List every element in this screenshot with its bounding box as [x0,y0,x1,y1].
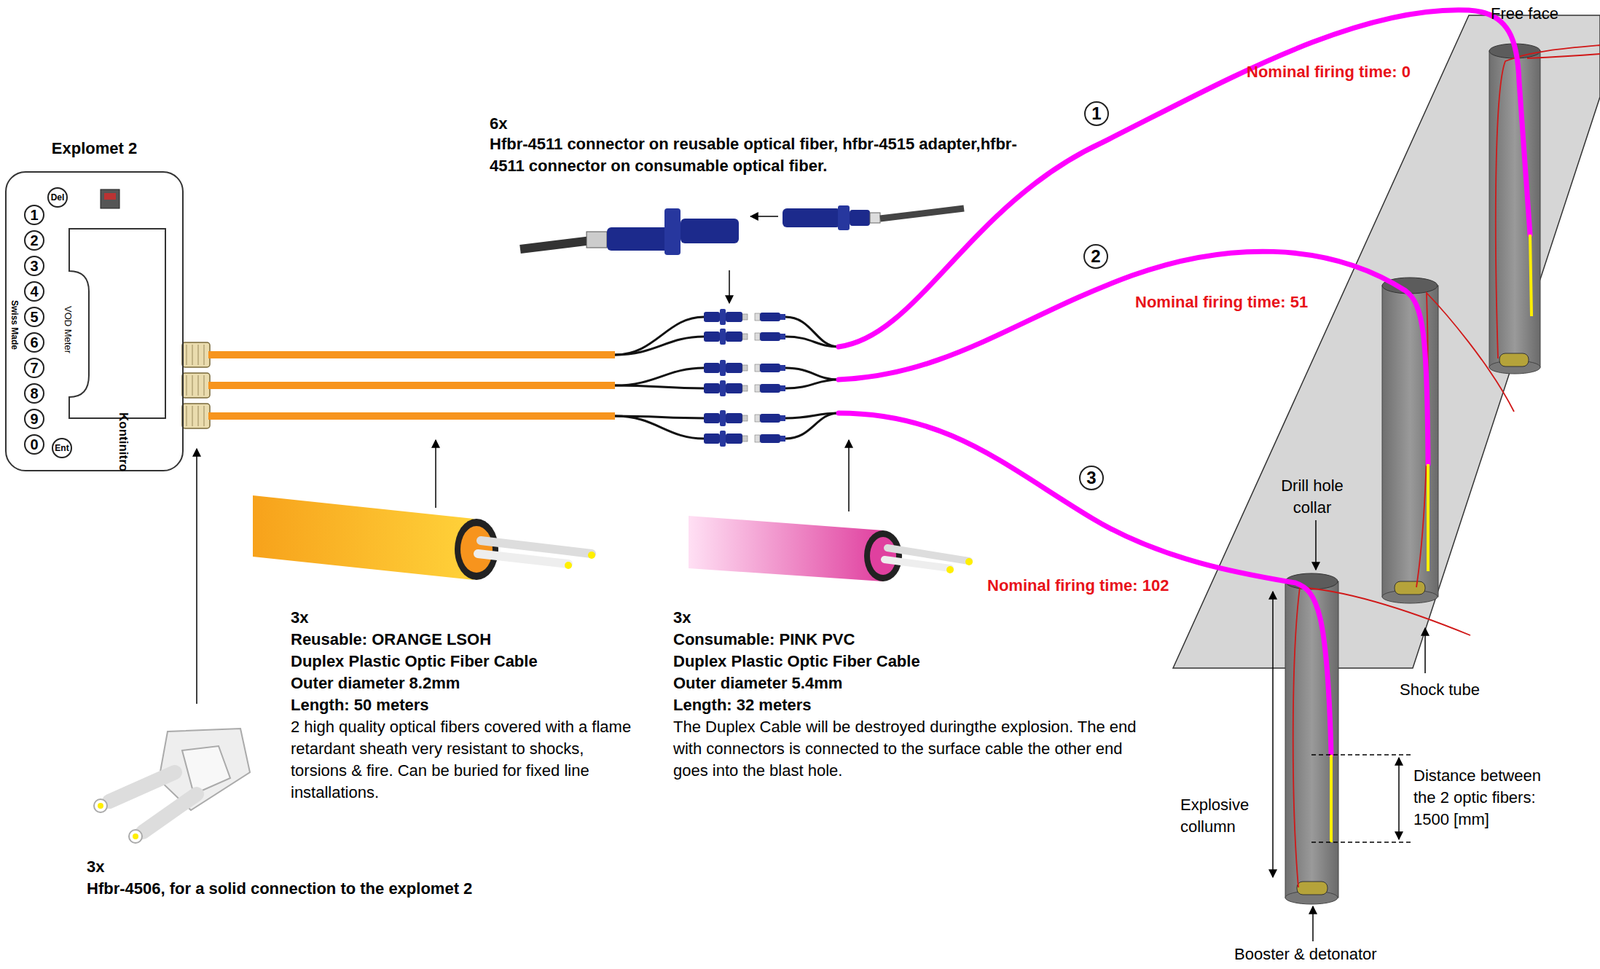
button-text: 3 [1086,469,1096,487]
button-text: 0 [29,437,38,452]
dimension [196,216,1426,942]
button-text: 2 [1090,247,1101,266]
power-switch [100,189,120,209]
cable-description: The Duplex Cable will be destroyed durin… [673,716,1160,782]
firing-time: Nominal firing time: 51 [1135,291,1308,314]
button-text: 1 [29,207,38,223]
connector-note: Hfbr-4511 connector on reusable optical … [489,133,1045,178]
cable-spec: Outer diameter 5.4mm [673,672,843,695]
firing-time: Nominal firing time: 102 [987,574,1169,597]
fiber-ends [1331,234,1532,843]
connector-note: Hfbr-4506, for a solid connection to the… [86,877,473,900]
cable-spec: Reusable: ORANGE LSOH [290,628,492,651]
keypad-button: 7 [24,357,45,379]
cable-spec: Consumable: PINK PVC [673,628,855,651]
fiber-fanout [614,316,839,439]
connector-pairs [703,308,786,447]
part-label: Drill hole collar [1264,475,1360,519]
button-text: 9 [29,411,38,427]
hfbr-4506-illustration [93,728,250,843]
part-label: Booster & detonator [1234,944,1378,964]
consumable-cable-illustration [688,515,973,582]
part-label: Shock tube [1399,679,1480,701]
keypad-button: 3 [24,255,45,277]
keypad-button: 4 [24,281,45,302]
keypad-button: 2 [24,230,45,251]
keypad-button: 6 [24,332,45,353]
button-text: 2 [29,233,38,248]
keypad-button: Del [47,187,68,208]
cable-spec: Outer diameter 8.2mm [290,672,460,695]
keypad-button: 8 [24,383,45,404]
keypad-button: 1 [24,204,45,226]
reusable-cables [208,354,615,417]
firing-time: Nominal firing time: 0 [1246,61,1411,84]
callout-number: 3 [1079,465,1104,491]
device-ports [182,342,210,429]
device-housing: Explomet 2Del1234567890Ent [5,171,184,472]
quantity: 3x [290,606,309,629]
cable-spec: Length: 32 meters [673,694,812,717]
cable-description: 2 high quality optical fibers covered wi… [290,716,639,804]
brand-logo: Kontinitro [115,412,130,472]
power-switch-led [104,193,116,200]
screen-label: VOD Meter [62,306,73,354]
button-text: 6 [29,335,38,350]
consumable-cables [838,10,1531,755]
button-text: Ent [54,443,69,453]
button-text: 1 [1091,104,1101,123]
origin-label: Swiss Made [9,300,19,350]
button-text: 7 [29,360,38,376]
keypad-button: 5 [24,306,45,328]
shock-tubes [1293,45,1600,888]
part-label: Explosive collumn [1180,794,1267,838]
device-screen [69,228,166,419]
cable-spec: Duplex Plastic Optic Fiber Cable [673,650,921,673]
keypad-button: 0 [24,434,45,455]
reusable-cable-illustration [252,495,596,580]
dimension-label: Distance between the 2 optic fibers: 150… [1413,765,1563,831]
keypad-button: 9 [24,408,45,430]
button-text: 5 [29,309,38,325]
plane-label: Free face [1490,2,1559,25]
keypad-button: Ent [51,437,73,459]
button-text: 4 [29,284,38,299]
callout-number: 1 [1084,101,1109,127]
cable-spec: Duplex Plastic Optic Fiber Cable [290,650,538,673]
quantity: 3x [673,606,691,629]
button-text: Del [51,193,65,202]
cable-spec: Length: 50 meters [290,694,430,717]
quantity: 3x [86,856,105,878]
device-title: Explomet 2 [6,139,183,159]
callout-number: 2 [1083,244,1109,269]
button-text: 3 [29,258,38,274]
quantity: 6x [489,112,508,135]
connector-illustration [520,205,964,256]
button-text: 8 [29,386,38,401]
